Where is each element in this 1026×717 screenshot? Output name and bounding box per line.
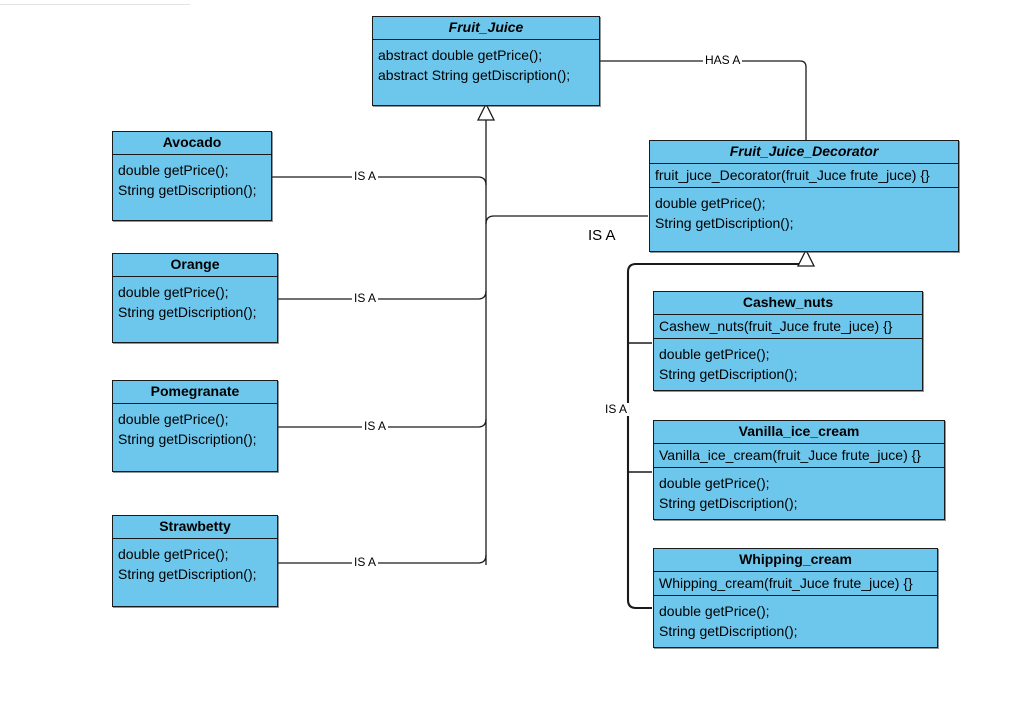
operation-line: String getDiscription(); [659,366,798,382]
edge-label-is-a-strawbetty: IS A [352,555,379,569]
generalization-arrowhead-decorator [796,248,816,267]
operation-line: String getDiscription(); [118,182,257,198]
class-box-orange[interactable]: Orange double getPrice(); String getDisc… [112,253,278,343]
class-box-fruit-juice[interactable]: Fruit_Juice abstract double getPrice(); … [372,16,600,106]
class-box-strawbetty[interactable]: Strawbetty double getPrice(); String get… [112,515,278,607]
class-title-vanilla-ice-cream: Vanilla_ice_cream [654,421,944,444]
operation-line: double getPrice(); [118,284,229,300]
operation-line: abstract String getDiscription(); [378,67,571,83]
class-box-fruit-juice-decorator[interactable]: Fruit_Juice_Decorator fruit_juce_Decorat… [649,140,959,252]
operation-line: double getPrice(); [659,475,770,491]
class-title-whipping-cream: Whipping_cream [654,549,937,572]
top-divider-rule [0,4,190,5]
class-operations-whipping-cream: double getPrice(); String getDiscription… [654,596,937,645]
operation-line: double getPrice(); [118,411,229,427]
operation-line: String getDiscription(); [659,495,798,511]
class-constructor-cashew-nuts: Cashew_nuts(fruit_Juce frute_juce) {} [654,315,922,339]
operation-line: String getDiscription(); [655,215,794,231]
class-title-orange: Orange [113,254,277,277]
toppings-spine [626,262,800,610]
class-title-fruit-juice-decorator: Fruit_Juice_Decorator [650,141,958,164]
edge-label-is-a-orange: IS A [352,291,379,305]
operation-line: double getPrice(); [118,162,229,178]
class-operations-pomegranate: double getPrice(); String getDiscription… [113,404,277,453]
edge-is-a-avocado [272,176,487,186]
edge-label-has-a: HAS A [703,53,743,67]
class-title-strawbetty: Strawbetty [113,516,277,539]
class-operations-fruit-juice-decorator: double getPrice(); String getDiscription… [650,188,958,237]
class-operations-avocado: double getPrice(); String getDiscription… [113,155,271,204]
class-box-pomegranate[interactable]: Pomegranate double getPrice(); String ge… [112,380,278,472]
operation-line: String getDiscription(); [118,566,257,582]
class-title-cashew-nuts: Cashew_nuts [654,292,922,315]
generalization-arrowhead-fruit-juice [476,102,496,121]
operation-line: double getPrice(); [655,195,766,211]
class-box-cashew-nuts[interactable]: Cashew_nuts Cashew_nuts(fruit_Juce frute… [653,291,923,391]
operation-line: double getPrice(); [118,546,229,562]
class-box-vanilla-ice-cream[interactable]: Vanilla_ice_cream Vanilla_ice_cream(frui… [653,420,945,520]
operation-line: abstract double getPrice(); [378,47,543,63]
operation-line: String getDiscription(); [659,623,798,639]
class-title-avocado: Avocado [113,132,271,155]
class-operations-strawbetty: double getPrice(); String getDiscription… [113,539,277,588]
edge-is-a-pomegranate [278,418,487,428]
class-constructor-whipping-cream: Whipping_cream(fruit_Juce frute_juce) {} [654,572,937,596]
operation-line: double getPrice(); [659,603,770,619]
edge-is-a-decorator [485,215,648,225]
class-title-pomegranate: Pomegranate [113,381,277,404]
class-operations-cashew-nuts: double getPrice(); String getDiscription… [654,339,922,388]
class-operations-fruit-juice: abstract double getPrice(); abstract Str… [373,40,599,89]
edge-label-is-a-pomegranate: IS A [362,419,389,433]
operation-line: String getDiscription(); [118,431,257,447]
class-box-avocado[interactable]: Avocado double getPrice(); String getDis… [112,131,272,221]
class-constructor-vanilla-ice-cream: Vanilla_ice_cream(fruit_Juce frute_juce)… [654,444,944,468]
operation-line: double getPrice(); [659,346,770,362]
operation-line: String getDiscription(); [118,304,257,320]
edge-has-a [600,60,807,140]
class-operations-orange: double getPrice(); String getDiscription… [113,277,277,326]
edge-label-is-a-toppings: IS A [603,402,630,416]
edge-is-a-strawbetty [278,554,487,564]
edge-label-is-a-decorator: IS A [586,227,618,244]
class-constructor-fruit-juice-decorator: fruit_juce_Decorator(fruit_Juce frute_ju… [650,164,958,188]
edge-is-a-orange [278,290,487,300]
class-box-whipping-cream[interactable]: Whipping_cream Whipping_cream(fruit_Juce… [653,548,938,648]
class-operations-vanilla-ice-cream: double getPrice(); String getDiscription… [654,468,944,517]
edge-label-is-a-avocado: IS A [352,169,379,183]
class-title-fruit-juice: Fruit_Juice [373,17,599,40]
